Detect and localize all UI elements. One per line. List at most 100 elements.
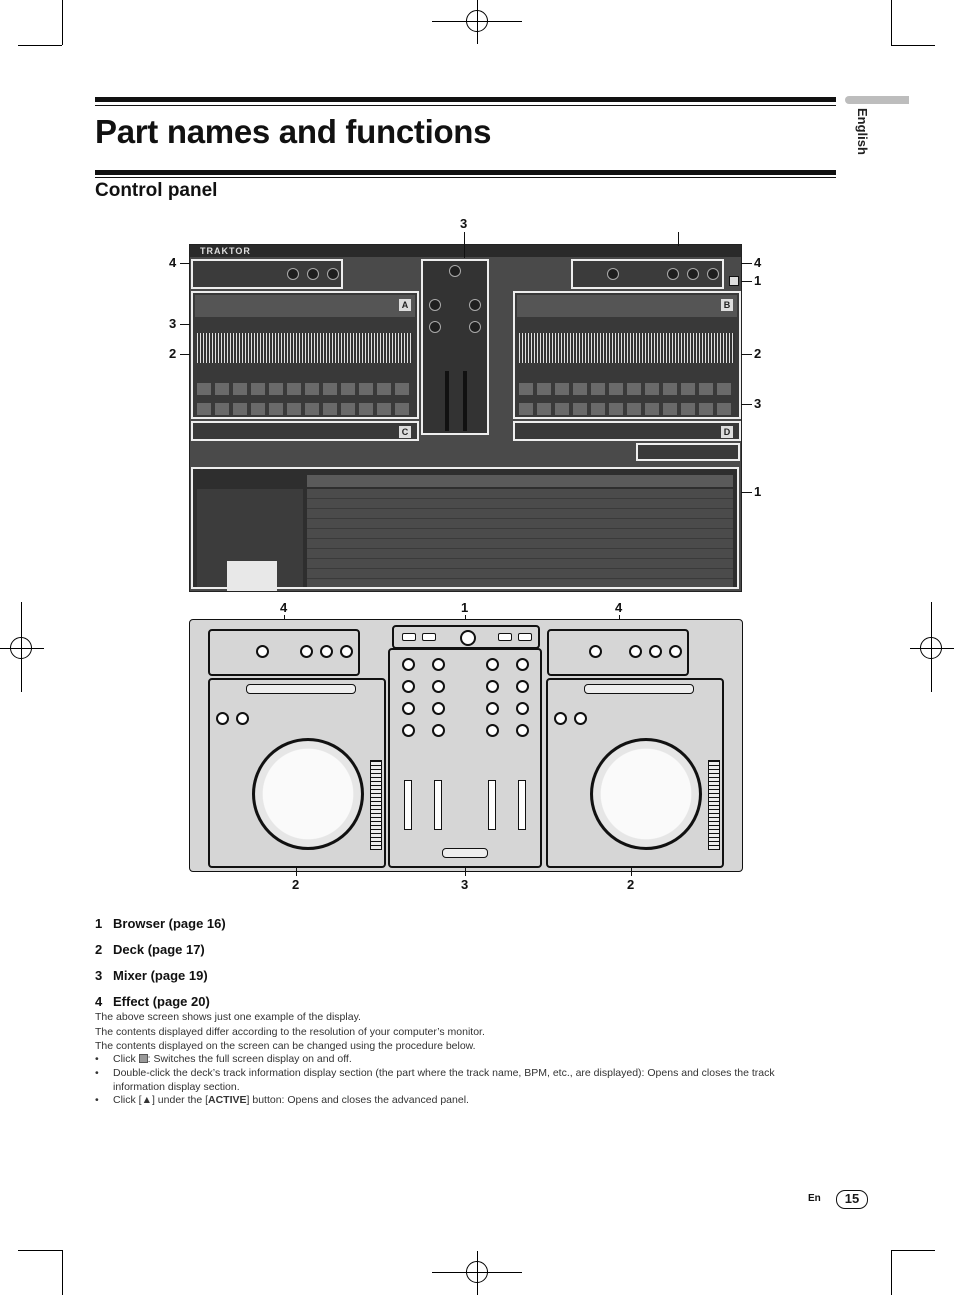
title-rule (95, 177, 836, 178)
callout-line (741, 404, 752, 405)
mixer-knob (429, 321, 441, 333)
fx-knob (307, 268, 319, 280)
fullscreen-icon[interactable] (729, 276, 739, 286)
browse-button (422, 633, 436, 641)
mixer-knob (432, 702, 445, 715)
mixer-knob (402, 658, 415, 671)
mixer-knob (432, 658, 445, 671)
callout-line (631, 866, 632, 876)
crop-mark (891, 1250, 892, 1295)
effect-knob (340, 645, 353, 658)
callout-line (741, 281, 752, 282)
fx-knob (687, 268, 699, 280)
crop-mark (891, 1250, 935, 1251)
deck-a: A (191, 291, 419, 419)
waveform (519, 333, 735, 363)
bullet-item: • Click [▲] under the [ACTIVE] button: O… (95, 1094, 825, 1108)
deck-section-right (546, 678, 724, 868)
callout-number: 4 (169, 255, 177, 270)
browse-knob (460, 630, 476, 646)
bullet-dot: • (95, 1053, 99, 1065)
effect-knob (320, 645, 333, 658)
browse-button (402, 633, 416, 641)
deck-header (195, 295, 415, 317)
tempo-slider (708, 760, 720, 850)
bullet-item: • Double-click the deck’s track informat… (95, 1067, 825, 1094)
effect-knob (300, 645, 313, 658)
callout-number: 3 (169, 316, 177, 331)
mixer-knob (429, 299, 441, 311)
callout-number: 4 (280, 600, 288, 615)
deck-letter: A (399, 299, 411, 311)
registration-mark-icon (466, 1261, 488, 1283)
fx-knob (327, 268, 339, 280)
mixer-knob (402, 724, 415, 737)
note-text: The contents displayed differ according … (95, 1026, 485, 1038)
browse-button (498, 633, 512, 641)
mixer-knob (486, 702, 499, 715)
fx-knob (287, 268, 299, 280)
effect-panel-left (191, 259, 343, 289)
effect-section-right (547, 629, 689, 676)
crop-mark (62, 1250, 63, 1295)
crop-mark (891, 45, 935, 46)
deck-c: C (191, 421, 419, 441)
callout-line (741, 263, 752, 264)
needle-search-strip (246, 684, 356, 694)
mixer-knob (486, 680, 499, 693)
callout-number: 2 (627, 877, 635, 892)
legend-label: Mixer (page 19) (113, 968, 208, 983)
browser-panel (191, 467, 739, 591)
needle-search-strip (584, 684, 694, 694)
registration-mark-icon (466, 10, 488, 32)
cover-art (227, 561, 277, 591)
deck-b: B (513, 291, 741, 419)
registration-mark-icon (10, 637, 32, 659)
deck-header (517, 295, 737, 317)
effect-panel-right (571, 259, 724, 289)
language-bar (845, 96, 909, 104)
bullet-bold-text: ACTIVE (208, 1094, 247, 1106)
bullet-text: Click [▲] under the [ (113, 1094, 209, 1106)
callout-number: 4 (615, 600, 623, 615)
fx-knob (607, 268, 619, 280)
deck-button (554, 712, 567, 725)
mixer-knob (469, 299, 481, 311)
transport-row (197, 383, 413, 395)
mixer-knob (516, 724, 529, 737)
bullet-dot: • (95, 1067, 99, 1079)
mixer-knob (432, 680, 445, 693)
effect-knob (649, 645, 662, 658)
legend-number: 1 (95, 916, 103, 931)
jog-dial-left (252, 738, 364, 850)
effect-section-left (208, 629, 360, 676)
deck-letter: D (721, 426, 733, 438)
bullet-text: Double-click the deck’s track informatio… (113, 1067, 775, 1093)
mixer-knob (486, 724, 499, 737)
registration-mark-icon (920, 637, 942, 659)
legend-label: Deck (page 17) (113, 942, 205, 957)
browser-track-list (307, 489, 733, 587)
channel-fader (404, 780, 412, 830)
mixer-knob (432, 724, 445, 737)
channel-fader (445, 371, 449, 431)
crop-mark (18, 45, 62, 46)
browser-tree (197, 489, 303, 591)
callout-number: 2 (292, 877, 300, 892)
channel-fader (488, 780, 496, 830)
callout-line (465, 866, 466, 876)
effect-knob (629, 645, 642, 658)
legend-number: 4 (95, 994, 103, 1009)
callout-line (180, 263, 190, 264)
callout-number: 4 (754, 255, 762, 270)
deck-d: D (513, 421, 741, 441)
channel-fader (434, 780, 442, 830)
screenshot-header: TRAKTOR (190, 245, 741, 257)
loop-row (197, 403, 413, 415)
bullet-text: Click (113, 1053, 139, 1065)
app-logo: TRAKTOR (200, 246, 251, 256)
fullscreen-icon (138, 1054, 148, 1063)
